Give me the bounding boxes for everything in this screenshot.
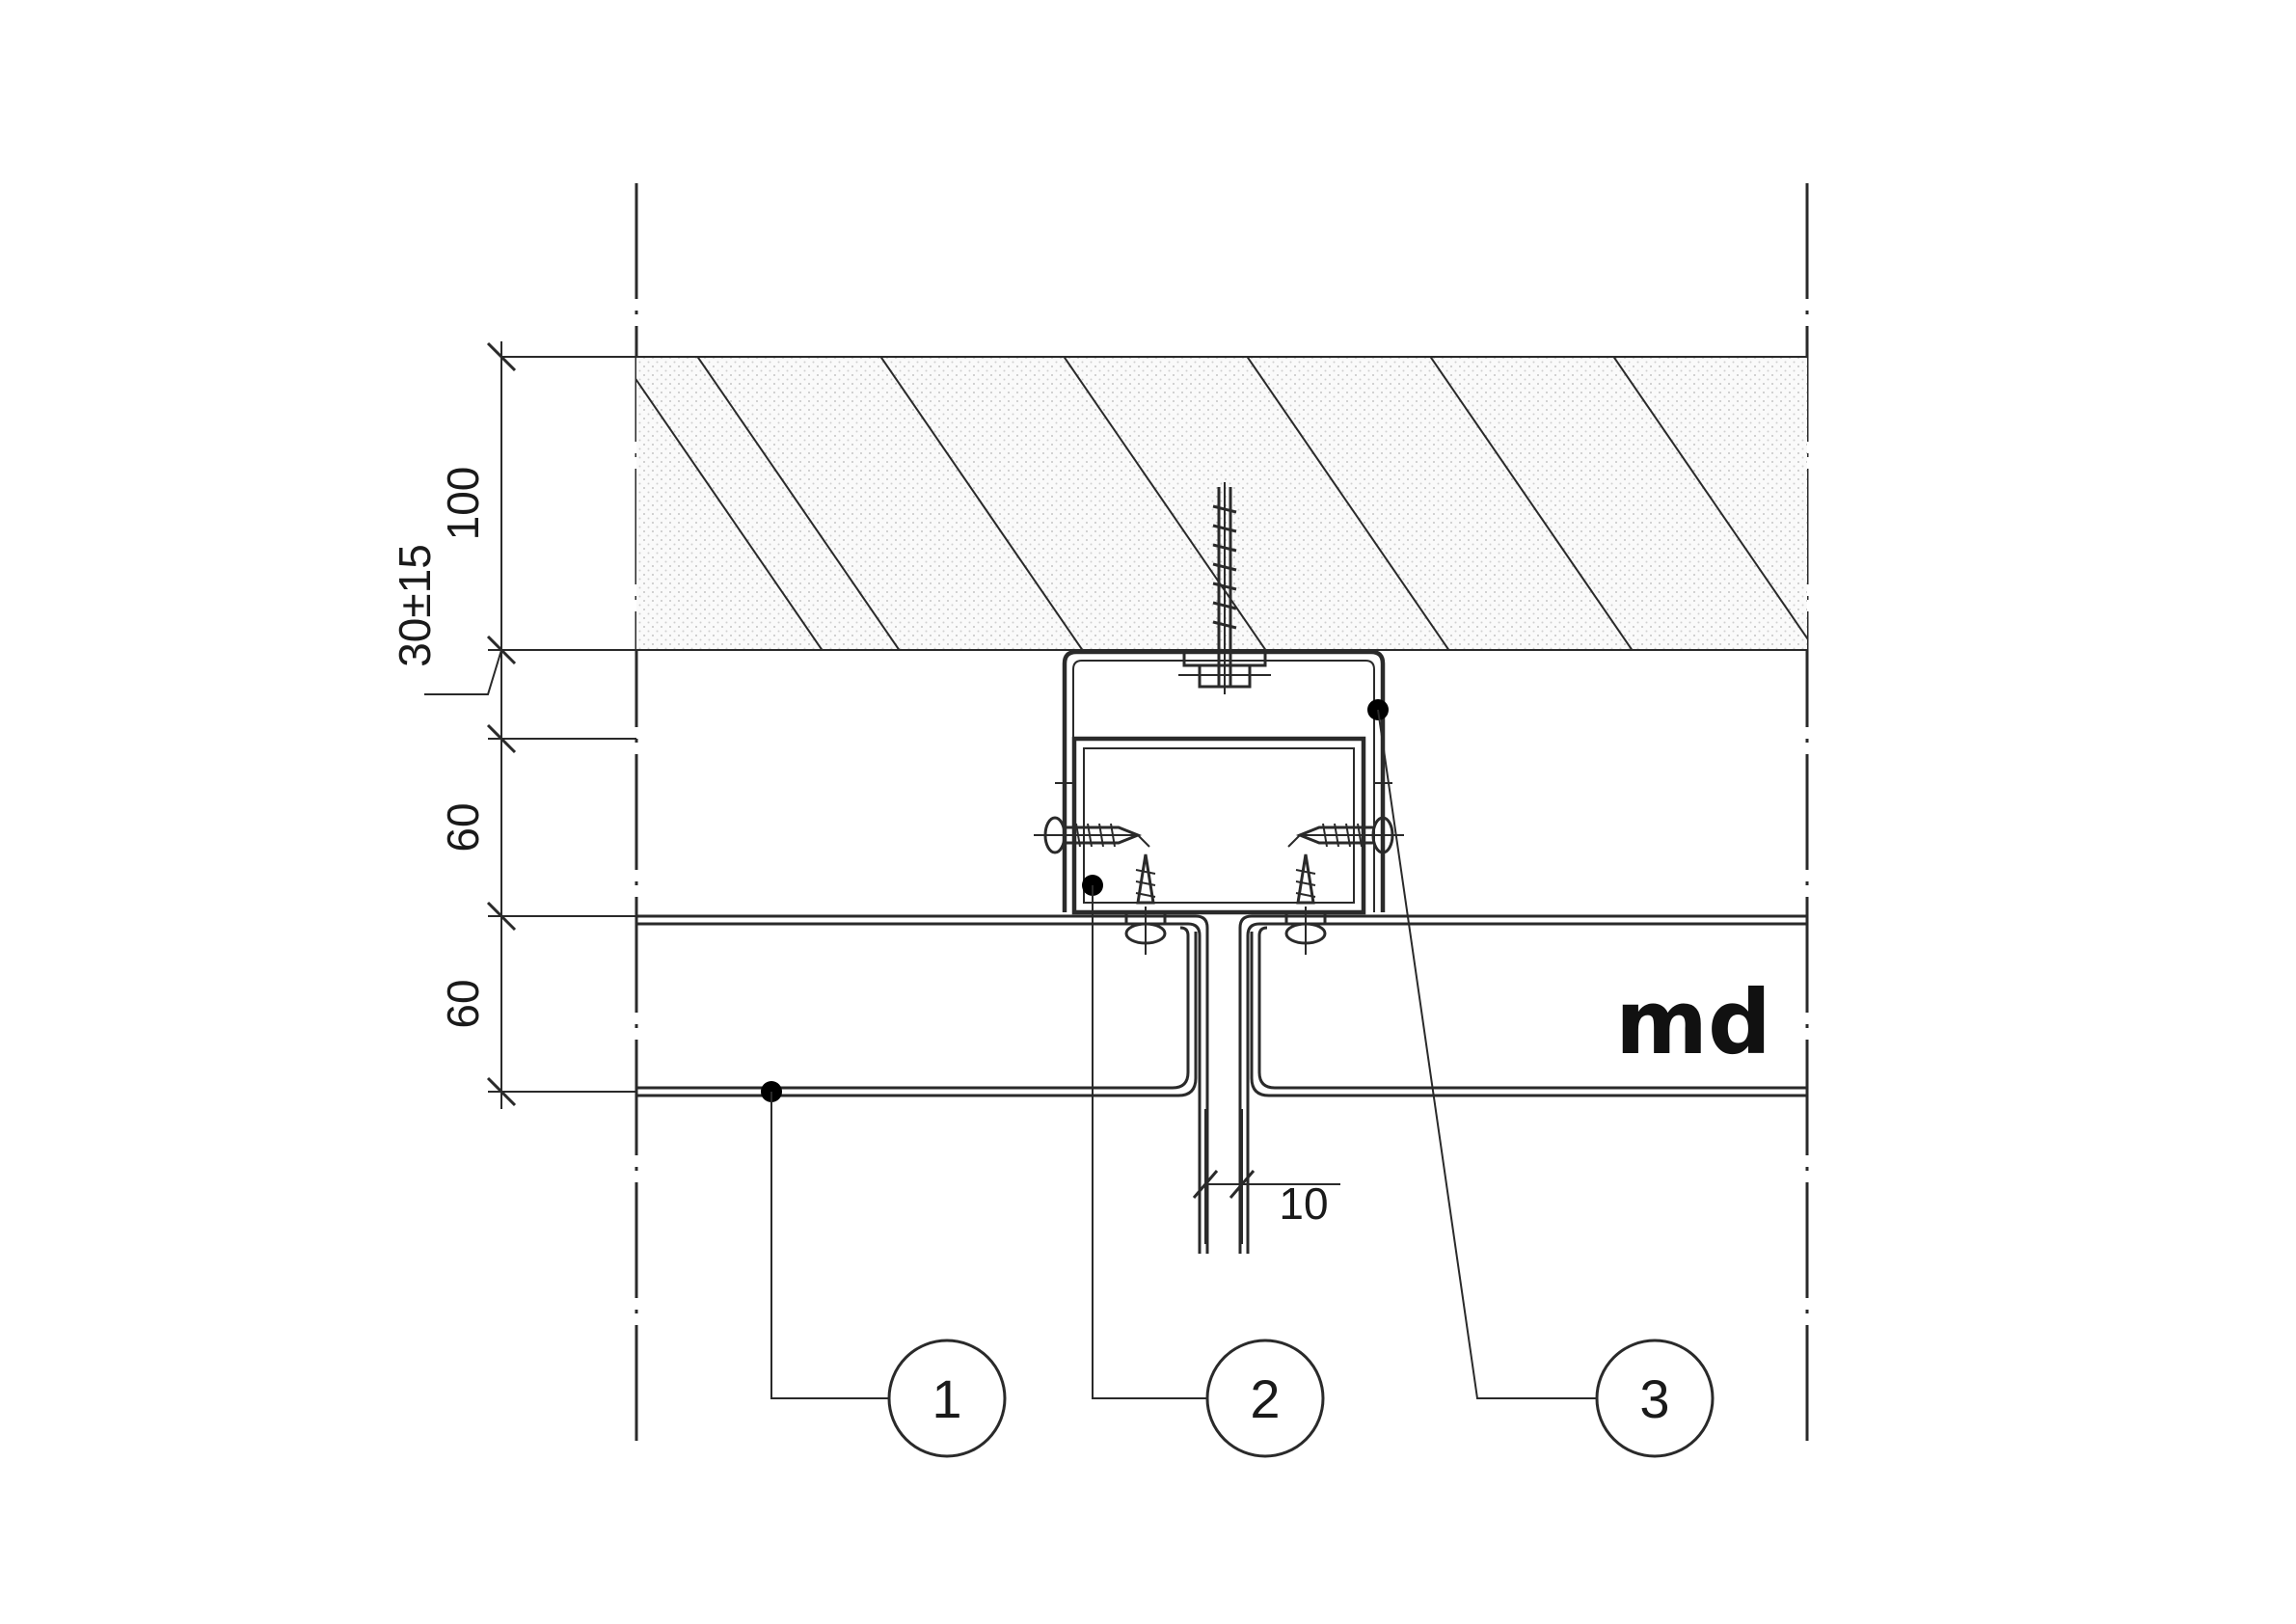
- callout-1-label: 1: [932, 1368, 961, 1429]
- outer-bracket: [1055, 649, 1392, 912]
- panel-screw-left: [1124, 853, 1167, 955]
- side-screw-left: [1034, 816, 1150, 854]
- callout-1: 1: [887, 1339, 1007, 1458]
- substrate: [636, 356, 1807, 651]
- dim-joint-width-label: 10: [1279, 1178, 1328, 1229]
- dim-top-layer-label: 100: [438, 467, 488, 541]
- dim-profile-depth-label: 60: [438, 802, 488, 852]
- substrate-fill: [636, 357, 1807, 651]
- leader-lines: [761, 699, 1597, 1399]
- cassette-panel-right: [1238, 914, 1807, 1254]
- callout-3: 3: [1595, 1339, 1715, 1458]
- dimension-labels: 100 30±15 60 60 10: [390, 467, 1329, 1229]
- dim-offset-label: 30±15: [390, 544, 440, 667]
- dim-panel-depth-label: 60: [438, 979, 488, 1028]
- inner-profile: [1071, 736, 1366, 915]
- callout-bubbles: 1 2 3: [887, 1339, 1715, 1458]
- dimension-lines: [424, 341, 1340, 1244]
- cassette-panel-left: [636, 914, 1209, 1254]
- panel-screw-right: [1284, 853, 1327, 955]
- side-screw-right: [1287, 816, 1404, 854]
- md-logo: md: [1615, 971, 1771, 1074]
- callout-2: 2: [1205, 1339, 1325, 1458]
- callout-2-label: 2: [1250, 1368, 1280, 1429]
- substrate-hatch: [636, 357, 1807, 651]
- callout-3-label: 3: [1639, 1368, 1669, 1429]
